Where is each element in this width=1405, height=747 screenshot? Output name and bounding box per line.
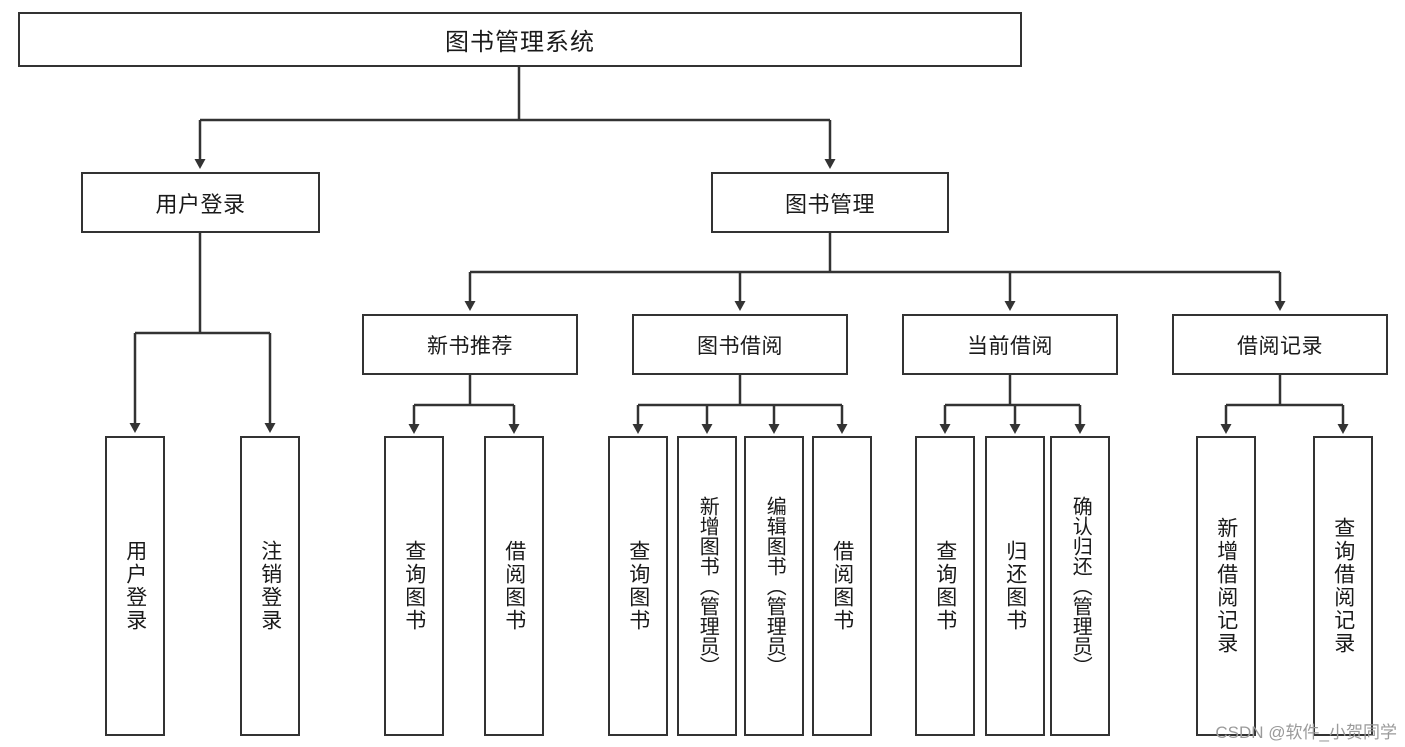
node-label: 查询借阅记录 <box>1331 517 1355 655</box>
node-user-login[interactable]: 用户登录 <box>81 172 320 233</box>
leaf-current-confirm-return-admin[interactable]: 确认归还（管理员） <box>1050 436 1110 736</box>
node-new-book-recommend[interactable]: 新书推荐 <box>362 314 578 375</box>
node-label: 查询图书 <box>402 540 426 632</box>
leaf-borrow-query-book[interactable]: 查询图书 <box>608 436 668 736</box>
node-label: 新书推荐 <box>427 334 513 358</box>
node-label: 借阅记录 <box>1237 334 1323 358</box>
leaf-current-query-book[interactable]: 查询图书 <box>915 436 975 736</box>
node-label: 图书管理系统 <box>445 29 595 56</box>
node-label: 查询图书 <box>626 540 650 632</box>
leaf-recommend-borrow-book[interactable]: 借阅图书 <box>484 436 544 736</box>
node-borrow-records[interactable]: 借阅记录 <box>1172 314 1388 375</box>
leaf-user-login-logout[interactable]: 注销登录 <box>240 436 300 736</box>
node-label: 查询图书 <box>933 540 957 632</box>
node-label: 用户登录 <box>155 191 246 217</box>
leaf-borrow-edit-book-admin[interactable]: 编辑图书（管理员） <box>744 436 804 736</box>
node-label: 确认归还（管理员） <box>1069 496 1092 676</box>
node-label: 用户登录 <box>123 540 147 632</box>
node-label: 借阅图书 <box>830 540 854 632</box>
node-label: 归还图书 <box>1003 540 1027 632</box>
node-label: 编辑图书（管理员） <box>763 496 786 676</box>
node-label: 新增借阅记录 <box>1214 517 1238 655</box>
leaf-recommend-query-book[interactable]: 查询图书 <box>384 436 444 736</box>
node-label: 图书借阅 <box>697 334 783 358</box>
node-label: 当前借阅 <box>967 334 1053 358</box>
watermark-text: CSDN @软件_小贺同学 <box>1215 723 1397 742</box>
leaf-user-login-login[interactable]: 用户登录 <box>105 436 165 736</box>
node-current-borrow[interactable]: 当前借阅 <box>902 314 1118 375</box>
node-label: 新增图书（管理员） <box>696 496 719 676</box>
leaf-records-query-record[interactable]: 查询借阅记录 <box>1313 436 1373 736</box>
node-label: 图书管理 <box>784 191 875 217</box>
leaf-records-add-record[interactable]: 新增借阅记录 <box>1196 436 1256 736</box>
node-label: 注销登录 <box>258 540 282 632</box>
node-root-system[interactable]: 图书管理系统 <box>18 12 1022 67</box>
leaf-borrow-borrow-book[interactable]: 借阅图书 <box>812 436 872 736</box>
node-book-management[interactable]: 图书管理 <box>711 172 949 233</box>
leaf-current-return-book[interactable]: 归还图书 <box>985 436 1045 736</box>
node-book-borrow[interactable]: 图书借阅 <box>632 314 848 375</box>
node-label: 借阅图书 <box>502 540 526 632</box>
leaf-borrow-add-book-admin[interactable]: 新增图书（管理员） <box>677 436 737 736</box>
